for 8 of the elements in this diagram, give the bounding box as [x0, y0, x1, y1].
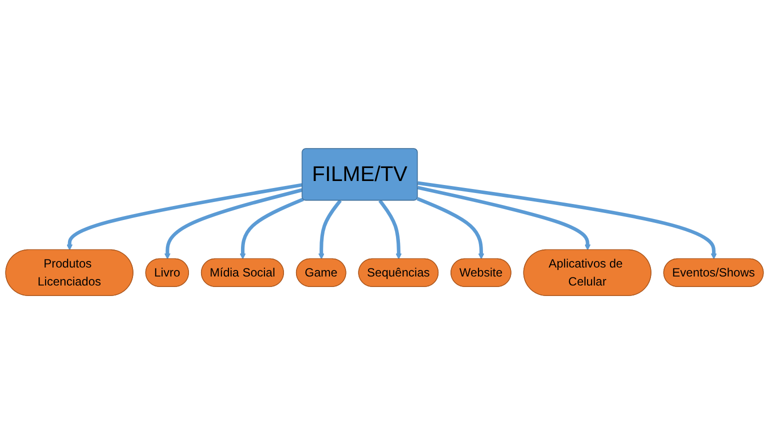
- arrow: [66, 183, 303, 251]
- arrow: [378, 200, 402, 260]
- arrow: [164, 188, 303, 260]
- arrow: [318, 200, 342, 260]
- arrow: [417, 182, 717, 260]
- arrow: [240, 198, 304, 260]
- arrow: [417, 186, 591, 251]
- arrow: [416, 197, 484, 260]
